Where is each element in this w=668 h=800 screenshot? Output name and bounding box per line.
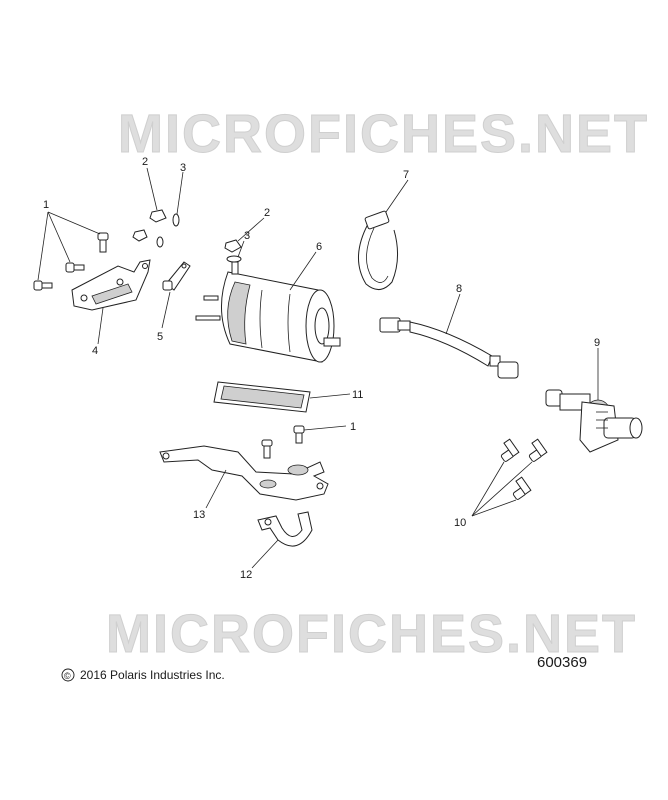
- callout-2: 2: [142, 156, 148, 168]
- callout-2b: 2: [264, 207, 270, 219]
- nut-icon: [224, 239, 242, 253]
- callout-10: 10: [454, 517, 466, 529]
- watermark-bottom: MICROFICHES.NET: [106, 604, 637, 664]
- copyright-text: 2016 Polaris Industries Inc.: [80, 668, 225, 682]
- cable-icon: [379, 317, 519, 379]
- callout-3: 3: [180, 162, 186, 174]
- watermark-top: MICROFICHES.NET: [118, 104, 649, 164]
- bolt-icon: [33, 280, 53, 291]
- callout-3b: 3: [244, 230, 250, 242]
- mount-plate-icon: [159, 445, 329, 501]
- clip-icon: [162, 261, 191, 291]
- callout-9: 9: [594, 337, 600, 349]
- starter-motor-icon: [195, 261, 341, 363]
- nut-icon: [132, 229, 148, 242]
- callout-13: 13: [193, 509, 205, 521]
- bolt-icon: [293, 425, 305, 444]
- bolt-icon: [512, 476, 532, 500]
- callout-12: 12: [240, 569, 252, 581]
- washer-icon: [226, 255, 242, 263]
- diagram-number: 600369: [537, 654, 587, 671]
- strap-icon: [257, 511, 313, 547]
- bolt-icon: [65, 262, 85, 273]
- washer-icon: [172, 213, 180, 227]
- callout-11: 11: [352, 389, 363, 401]
- bolt-icon: [261, 439, 273, 459]
- bracket-icon: [71, 259, 151, 311]
- callout-8: 8: [456, 283, 462, 295]
- callout-1: 1: [43, 199, 49, 211]
- callout-6: 6: [316, 241, 322, 253]
- callout-7: 7: [403, 169, 409, 181]
- bolt-icon: [528, 438, 548, 462]
- pad-icon: [213, 381, 311, 413]
- callout-4: 4: [92, 345, 98, 357]
- nut-icon: [149, 209, 167, 223]
- callout-5: 5: [157, 331, 163, 343]
- callout-1b: 1: [350, 421, 356, 433]
- bolt-icon: [97, 232, 109, 253]
- hose-clamp-icon: [357, 210, 398, 290]
- bendix-drive-icon: [545, 389, 643, 453]
- washer-icon: [156, 236, 164, 248]
- copyright-icon: [61, 668, 75, 682]
- copyright-symbol: ©: [64, 671, 71, 681]
- bolt-icon: [500, 438, 520, 462]
